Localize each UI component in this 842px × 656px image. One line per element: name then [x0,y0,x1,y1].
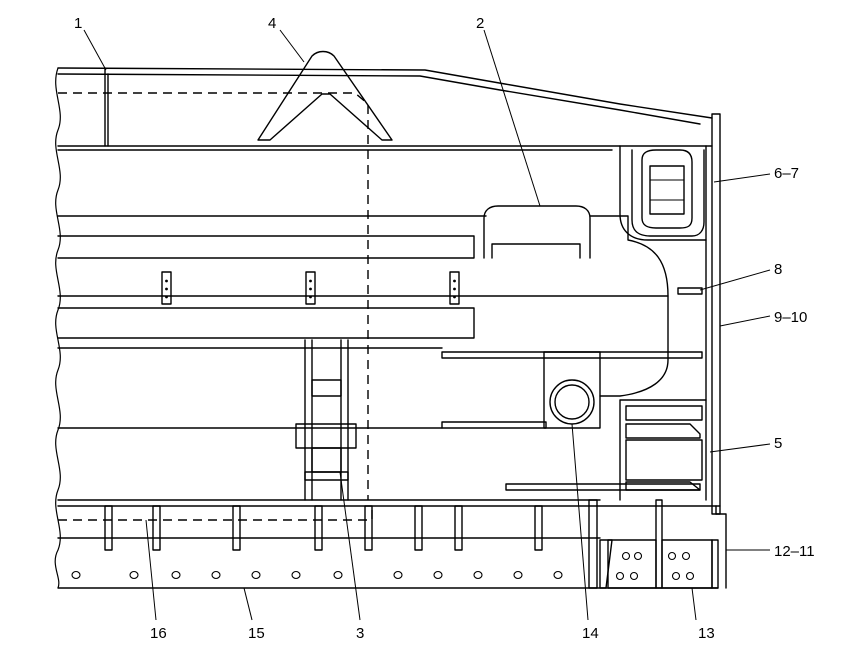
leader-4 [279,29,305,63]
leader-9-10 [719,315,771,327]
part-2-saddle [483,205,669,397]
part-13-end-plates [599,499,719,589]
bottom-holes [71,570,563,580]
upper-member [57,67,713,151]
label-13: 13 [698,625,715,642]
leader-13 [691,587,697,621]
label-14: 14 [582,625,599,642]
leader-5 [709,443,771,453]
part-3-link [295,339,357,501]
leader-8 [699,269,771,291]
part-14-pipe-block [543,351,601,429]
hidden-lines [58,92,373,521]
leader-14 [571,423,589,621]
label-15: 15 [248,625,265,642]
label-9-10: 9–10 [774,309,807,326]
label-1: 1 [74,15,82,32]
label-5: 5 [774,435,782,452]
label-2: 2 [476,15,484,32]
leader-1 [83,29,107,71]
label-6-7: 6–7 [774,165,799,182]
right-end-structure [619,113,721,515]
leader-6-7 [713,173,771,183]
callout-labels: 1 4 2 6–7 8 9–10 5 12–11 13 14 3 15 16 [74,15,815,642]
label-3: 3 [356,625,364,642]
longitudinal-rails [57,215,703,501]
leader-2 [483,29,541,207]
leader-15 [243,587,253,621]
part-5-channel [505,405,703,491]
label-16: 16 [150,625,167,642]
bottom-stiffeners [104,499,598,589]
label-8: 8 [774,261,782,278]
label-12-11: 12–11 [774,543,815,560]
rail-connectors [161,271,460,305]
label-4: 4 [268,15,276,32]
left-break-line [54,67,61,589]
bottom-frame [57,505,727,589]
leader-lines [83,29,771,621]
leader-16 [145,519,157,621]
part-8-slot [677,287,703,295]
leader-3 [339,471,361,621]
part-4-bracket [257,50,393,141]
part-6-7-cavity [631,149,705,237]
